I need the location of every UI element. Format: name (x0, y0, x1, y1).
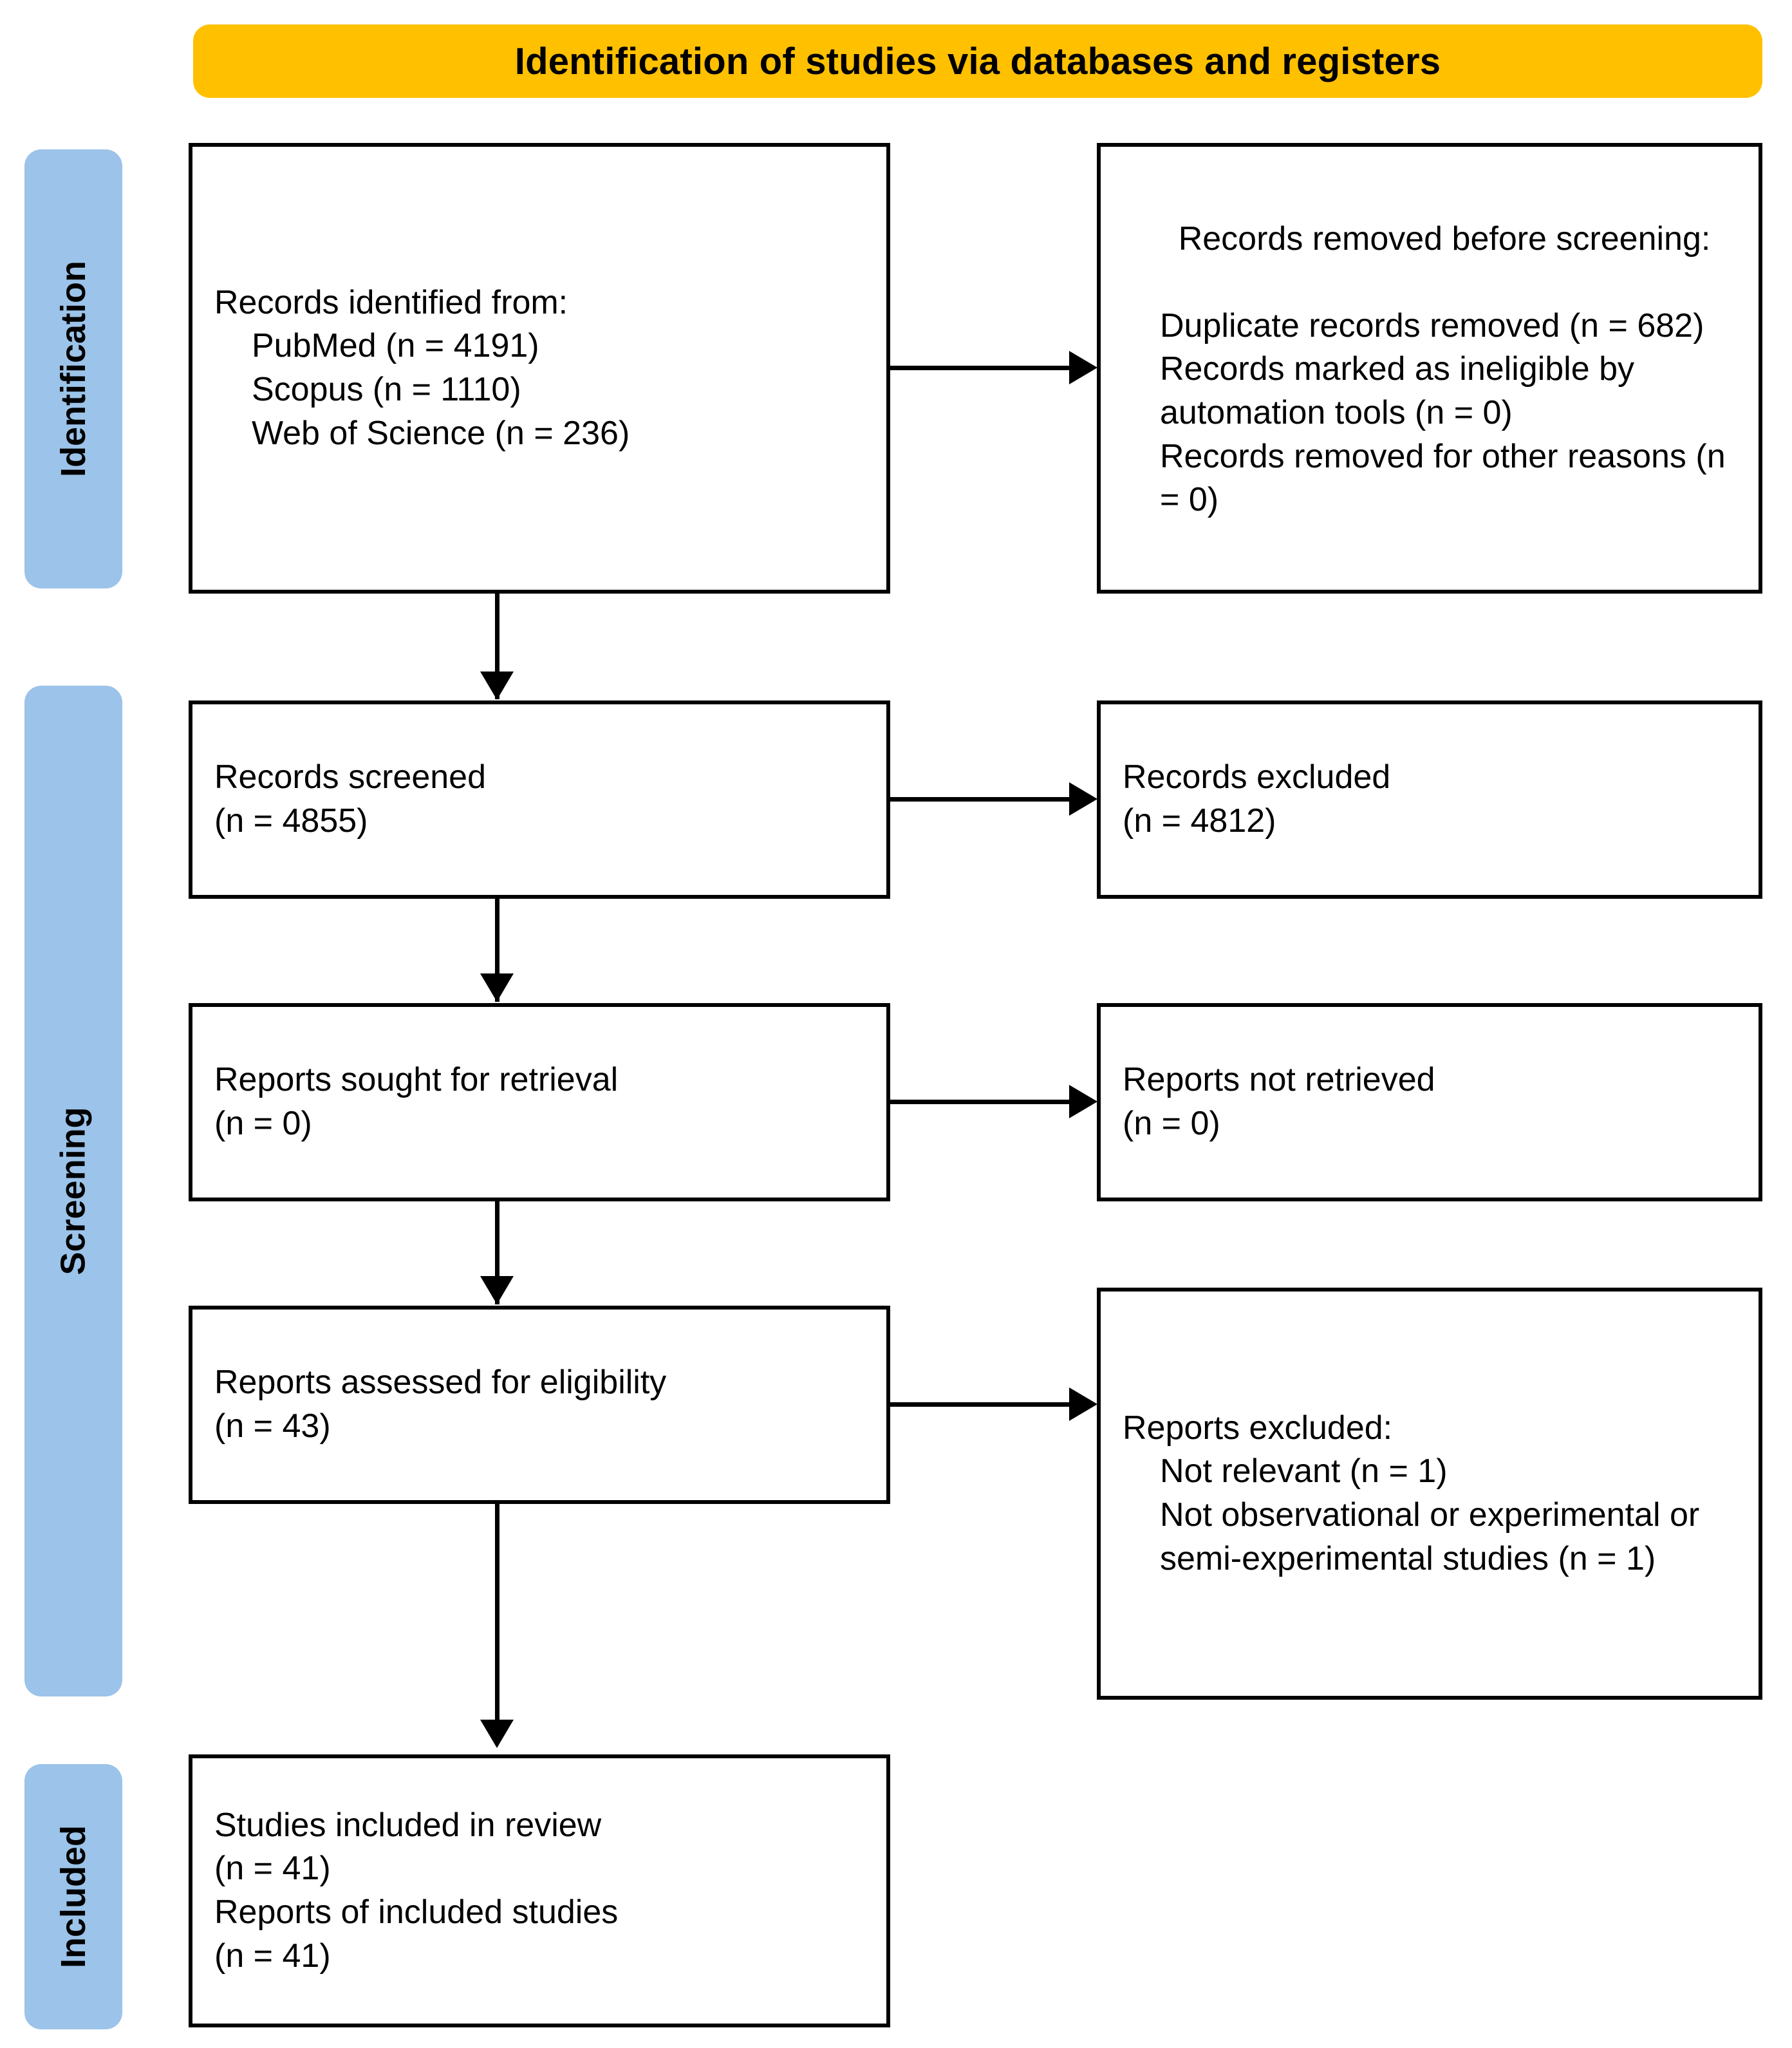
box-reports-not-retrieved: Reports not retrieved (n = 0) (1097, 1003, 1762, 1201)
connector-sought-to-assessed (495, 1201, 499, 1304)
reports-excluded-line-not-observational: Not observational or experimental or sem… (1160, 1496, 1709, 1577)
arrowhead-identified-to-screened (480, 672, 514, 700)
box-records-excluded: Records excluded (n = 4812) (1097, 700, 1762, 899)
reports-sought-line-0: Reports sought for retrieval (214, 1061, 619, 1099)
records-removed-heading-colon: : (1701, 220, 1711, 258)
box-reports-excluded: Reports excluded: Not relevant (n = 1) N… (1097, 1288, 1762, 1700)
connector-assessed-to-included (495, 1504, 499, 1723)
records-identified-line-3: Web of Science (n = 236) (252, 414, 630, 452)
connector-screened-to-sought (495, 899, 499, 1002)
records-removed-heading-italic: before screening (1451, 220, 1701, 258)
reports-not-retrieved-line-0: Reports not retrieved (1123, 1061, 1435, 1099)
box-records-identified: Records identified from: PubMed (n = 419… (189, 143, 890, 594)
reports-sought-line-1: (n = 0) (214, 1105, 312, 1142)
reports-excluded-heading: Reports excluded: (1123, 1409, 1393, 1447)
connector-identified-to-removed (890, 366, 1069, 370)
box-reports-assessed: Reports assessed for eligibility (n = 43… (189, 1306, 890, 1504)
reports-not-retrieved-line-1: (n = 0) (1123, 1105, 1220, 1142)
stage-screening: Screening (24, 686, 122, 1696)
records-removed-line-other: Records removed for other reasons (n = 0… (1160, 437, 1735, 519)
box-records-removed: Records removed before screening: Duplic… (1097, 143, 1762, 594)
connector-screened-to-excluded (890, 797, 1069, 802)
box-records-screened: Records screened (n = 4855) (189, 700, 890, 899)
stage-identification-label: Identification (54, 261, 93, 477)
records-removed-heading: Records removed before screening: (1123, 174, 1737, 305)
arrowhead-identified-to-removed (1069, 351, 1097, 384)
banner-title: Identification of studies via databases … (514, 40, 1441, 82)
arrowhead-screened-to-excluded (1069, 782, 1097, 816)
records-removed-line-duplicates: Duplicate records removed (n = 682) (1160, 306, 1704, 344)
arrowhead-sought-to-assessed (480, 1276, 514, 1304)
stage-included-label: Included (54, 1825, 93, 1969)
studies-included-line-3: (n = 41) (214, 1937, 331, 1975)
records-identified-line-2: Scopus (n = 1110) (252, 371, 521, 408)
arrowhead-assessed-to-reports-excluded (1069, 1387, 1097, 1421)
arrowhead-sought-to-not-retrieved (1069, 1085, 1097, 1118)
records-removed-line-automation: Records marked as ineligible by automati… (1160, 350, 1644, 431)
box-reports-sought: Reports sought for retrieval (n = 0) (189, 1003, 890, 1201)
studies-included-line-0: Studies included in review (214, 1806, 602, 1844)
reports-excluded-line-not-relevant: Not relevant (n = 1) (1160, 1452, 1448, 1490)
records-removed-heading-plain: Records removed (1178, 220, 1452, 258)
arrowhead-screened-to-sought (480, 973, 514, 1002)
records-identified-line-1: PubMed (n = 4191) (252, 327, 539, 365)
connector-assessed-to-reports-excluded (890, 1402, 1069, 1407)
stage-included: Included (24, 1764, 122, 2029)
studies-included-line-2: Reports of included studies (214, 1893, 619, 1931)
connector-identified-to-screened (495, 594, 499, 699)
arrowhead-assessed-to-included (480, 1720, 514, 1748)
connector-sought-to-not-retrieved (890, 1100, 1069, 1104)
stage-screening-label: Screening (54, 1107, 93, 1275)
reports-assessed-line-0: Reports assessed for eligibility (214, 1364, 667, 1402)
records-identified-line-0: Records identified from: (214, 283, 568, 321)
records-excluded-line-0: Records excluded (1123, 758, 1391, 796)
records-screened-line-0: Records screened (214, 758, 486, 796)
identification-banner: Identification of studies via databases … (193, 24, 1762, 98)
records-excluded-line-1: (n = 4812) (1123, 802, 1276, 840)
records-screened-line-1: (n = 4855) (214, 802, 368, 840)
studies-included-line-1: (n = 41) (214, 1850, 331, 1888)
reports-assessed-line-1: (n = 43) (214, 1407, 331, 1445)
stage-identification: Identification (24, 149, 122, 588)
box-studies-included: Studies included in review (n = 41) Repo… (189, 1754, 890, 2027)
